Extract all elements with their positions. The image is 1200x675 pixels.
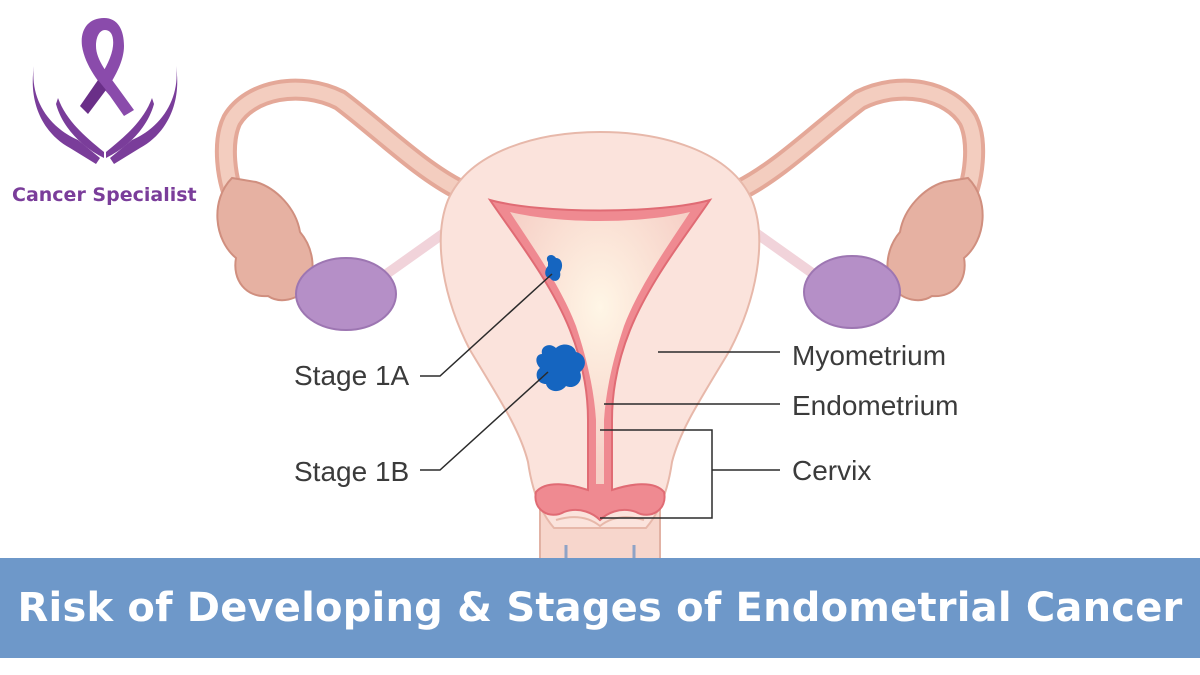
label-cervix: Cervix bbox=[792, 455, 872, 486]
ovary-left bbox=[295, 257, 397, 331]
tumor-stage-1a bbox=[545, 255, 563, 281]
fimbria-left bbox=[216, 176, 314, 302]
label-stage-1a: Stage 1A bbox=[294, 360, 410, 391]
leader-stage-1a bbox=[420, 273, 553, 377]
ovary-right bbox=[803, 255, 901, 329]
fallopian-tube-left bbox=[214, 78, 471, 221]
tumor-stage-1b bbox=[536, 344, 585, 392]
label-stage-1b: Stage 1B bbox=[294, 456, 410, 487]
fallopian-tube-right bbox=[729, 78, 986, 221]
leader-stage-1b bbox=[420, 371, 549, 471]
title-banner: Risk of Developing & Stages of Endometri… bbox=[0, 558, 1200, 658]
label-endometrium: Endometrium bbox=[792, 390, 959, 421]
leader-lines bbox=[420, 273, 780, 519]
leader-cervix-bracket bbox=[600, 429, 713, 519]
ribbon-hands-icon bbox=[32, 18, 178, 164]
banner-title: Risk of Developing & Stages of Endometri… bbox=[17, 585, 1183, 631]
brand-name: Cancer Specialist bbox=[12, 184, 197, 206]
fimbria-right bbox=[886, 176, 984, 302]
cervix-fold bbox=[555, 516, 645, 528]
label-myometrium: Myometrium bbox=[792, 340, 947, 371]
